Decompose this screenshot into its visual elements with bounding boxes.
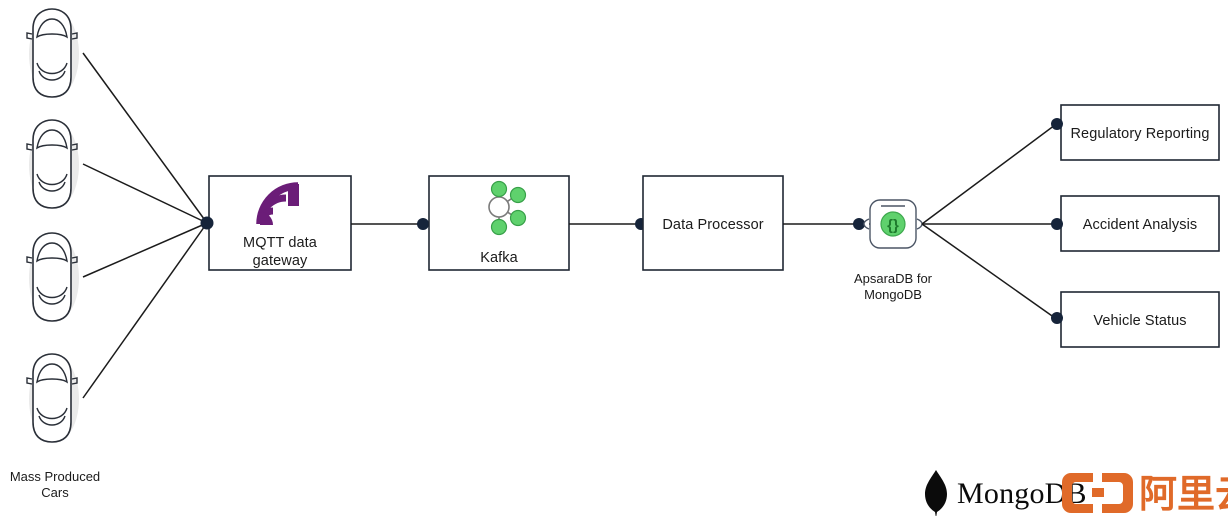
apsaradb-caption-line2: MongoDB <box>864 287 922 302</box>
node-apsaradb-mongodb[interactable]: {} ApsaraDB for MongoDB <box>854 199 933 302</box>
car-icon-1 <box>26 8 80 99</box>
edges-cars-to-gateway <box>82 52 208 399</box>
alibaba-cloud-bracket-icon <box>1062 473 1133 513</box>
node-kafka[interactable]: Kafka <box>428 175 570 271</box>
connector-dot-accident-analysis <box>1051 218 1063 230</box>
output-box-regulatory-reporting[interactable]: Regulatory Reporting <box>1060 104 1220 161</box>
connector-dot-kafka-in <box>417 218 429 230</box>
mass-produced-cars-caption-line2: Cars <box>41 485 69 500</box>
connector-dot-gateway-in <box>200 216 214 230</box>
connector-dot-vehicle-status <box>1051 312 1063 324</box>
mongodb-leaf-icon <box>925 470 947 516</box>
apsaradb-caption-line1: ApsaraDB for <box>854 271 933 286</box>
edges-database-to-outputs <box>921 124 1056 319</box>
car-icon-2 <box>26 119 80 210</box>
output-label-regulatory-reporting: Regulatory Reporting <box>1070 126 1209 142</box>
apsaradb-braces-glyph: {} <box>887 217 899 234</box>
connector-dot-database-in <box>853 218 865 230</box>
output-box-vehicle-status[interactable]: Vehicle Status <box>1060 291 1220 348</box>
car-icon-4 <box>26 353 80 444</box>
alibaba-cloud-wordmark: 阿里云 <box>1139 472 1228 516</box>
output-box-accident-analysis[interactable]: Accident Analysis <box>1060 195 1220 252</box>
node-data-processor[interactable]: Data Processor <box>642 175 784 271</box>
node-mqtt-gateway-label-line2: gateway <box>253 253 308 269</box>
node-mqtt-gateway[interactable]: MQTT data gateway <box>208 175 352 271</box>
mass-produced-cars-caption-line1: Mass Produced <box>10 469 100 484</box>
mongodb-trademark-dot: . <box>1048 491 1051 506</box>
node-data-processor-label: Data Processor <box>662 217 763 233</box>
connector-dot-regulatory-reporting <box>1051 118 1063 130</box>
node-mqtt-gateway-label-line1: MQTT data <box>243 235 318 251</box>
node-kafka-label: Kafka <box>480 250 518 266</box>
car-icon-3 <box>26 232 80 323</box>
alibaba-cloud-logo: 阿里云 <box>1062 472 1228 516</box>
output-label-accident-analysis: Accident Analysis <box>1083 217 1198 233</box>
output-label-vehicle-status: Vehicle Status <box>1093 313 1186 329</box>
